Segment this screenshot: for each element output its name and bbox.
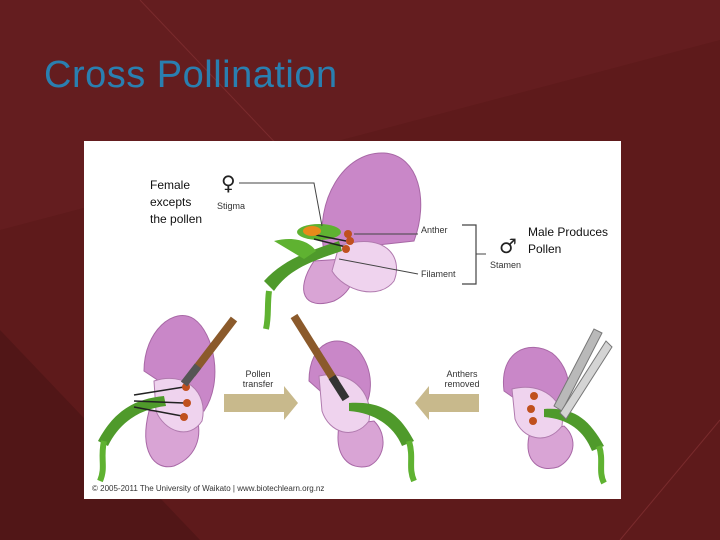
female-note-line: Female: [150, 178, 191, 192]
copyright-text: © 2005-2011 The University of Waikato | …: [92, 484, 325, 493]
male-note-line: Pollen: [528, 242, 562, 256]
anthers-removed-label: Anthers removed: [441, 369, 483, 389]
pollination-diagram: Female excepts the pollen ♀ Stigma Anthe…: [84, 141, 621, 499]
pollen-transfer-label: Pollen transfer: [242, 369, 274, 389]
stigma-label: Stigma: [217, 201, 246, 211]
bottom-right-flower: [503, 328, 613, 485]
bottom-left-flower: [97, 315, 238, 483]
male-symbol-icon: ♂: [499, 234, 517, 258]
female-note: Female excepts the pollen: [150, 177, 220, 228]
male-note: Male Produces Pollen: [528, 224, 618, 258]
female-symbol-icon: ♀: [221, 171, 236, 195]
pollen-transfer-label-line: transfer: [242, 379, 274, 389]
top-flower: [263, 152, 422, 330]
pollen-transfer-label-line: Pollen: [245, 369, 271, 379]
pollen-transfer-arrow: [224, 386, 298, 420]
anthers-removed-label-line: Anthers: [446, 369, 478, 379]
female-note-line: the pollen: [150, 212, 203, 226]
anther-label: Anther: [421, 225, 448, 235]
diagram-illustration: [97, 152, 613, 485]
bottom-middle-flower: [290, 313, 417, 483]
anthers-removed-arrow: [415, 386, 479, 420]
stamen-label: Stamen: [490, 260, 522, 270]
anthers-removed-label-line: removed: [444, 379, 480, 389]
filament-label: Filament: [421, 269, 456, 279]
male-note-line: Male Produces: [528, 225, 609, 239]
slide-title: Cross Pollination: [44, 54, 338, 96]
female-note-line: excepts: [150, 195, 192, 209]
